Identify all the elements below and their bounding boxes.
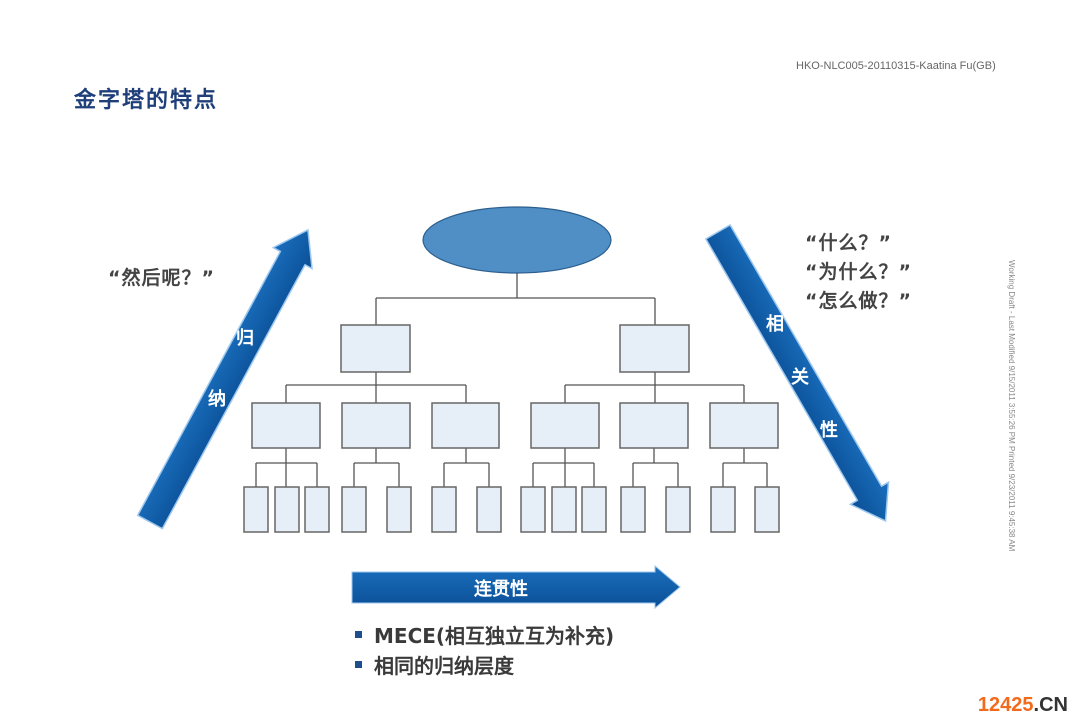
coherence-arrow: 连贯性	[351, 564, 681, 610]
top-node-ellipse	[422, 206, 612, 274]
coherence-label: 连贯性	[474, 578, 528, 600]
induction-arrow	[136, 228, 313, 530]
document-code: HKO-NLC005-20110315-Kaatina Fu(GB)	[796, 60, 996, 72]
left-quote: “然后呢？”	[108, 267, 215, 289]
watermark: 12425.CN	[978, 694, 1068, 717]
bullet-same-level: 相同的归纳层度	[355, 650, 514, 679]
level-1-boxes	[340, 324, 690, 373]
bullet-text: MECE(相互独立互为补充)	[374, 624, 615, 648]
arrow-label-xing: 性	[820, 419, 838, 441]
tree-connectors	[255, 272, 768, 487]
right-quote-why: “为什么？”	[805, 261, 912, 283]
right-quote-what: “什么？”	[805, 232, 892, 254]
bullet-mece: MECE(相互独立互为补充)	[355, 620, 614, 649]
watermark-suffix: .CN	[1033, 694, 1068, 716]
bullet-square-icon	[355, 661, 362, 668]
level-3-boxes	[243, 486, 780, 533]
arrow-label-na: 纳	[208, 388, 226, 410]
level-2-boxes	[251, 402, 779, 449]
relevance-arrow	[704, 223, 890, 523]
right-quote-how: “怎么做？”	[805, 290, 912, 312]
page-title: 金字塔的特点	[74, 88, 219, 113]
watermark-number: 12425	[977, 694, 1034, 716]
bullet-square-icon	[355, 631, 362, 638]
arrow-label-xiang: 相	[766, 314, 784, 335]
bullet-text: 相同的归纳层度	[374, 654, 514, 678]
arrow-label-guan: 关	[791, 366, 809, 388]
arrow-label-gui: 归	[236, 327, 254, 349]
